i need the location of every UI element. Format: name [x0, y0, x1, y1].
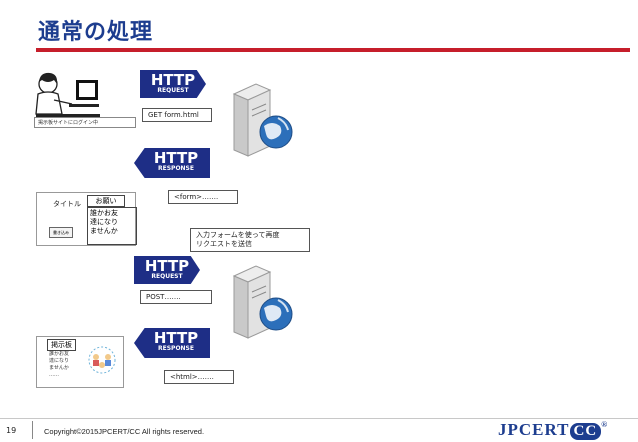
request-callout-2: POST…….	[140, 290, 212, 304]
http-response-badge-1: HTTP RESPONSE	[134, 148, 210, 178]
page-title: 通常の処理	[38, 20, 154, 45]
user-at-pc-illustration	[34, 70, 104, 118]
form-title-label: タイトル	[53, 200, 81, 208]
brand-main-text: JPCERT	[498, 420, 570, 439]
http-label: HTTP	[144, 257, 190, 275]
http-label: HTTP	[153, 149, 199, 167]
request-callout-1: GET form.html	[142, 108, 212, 122]
user-status-label: 掲示板サイトにログイン中	[34, 117, 136, 128]
request-label: REQUEST	[157, 87, 189, 94]
board-post-text: 誰かお友 達になり ませんか ……	[49, 351, 70, 378]
server-icon	[226, 262, 296, 342]
response-callout-1: <form>…….	[168, 190, 238, 204]
response-callout-2: <html>…….	[164, 370, 234, 384]
request-label: REQUEST	[151, 273, 183, 280]
brand-cc-text: CC	[569, 423, 602, 440]
title-underline	[36, 48, 630, 52]
copyright-text: Copyright©2015JPCERT/CC All rights reser…	[44, 427, 205, 436]
response-label: RESPONSE	[158, 345, 194, 352]
http-request-badge-1: HTTP REQUEST	[140, 70, 206, 98]
http-label: HTTP	[153, 329, 199, 347]
friends-icon	[87, 345, 117, 375]
http-request-badge-2: HTTP REQUEST	[134, 256, 200, 284]
http-label: HTTP	[150, 71, 196, 89]
form-subject-field[interactable]: お願い	[87, 195, 125, 207]
response-label: RESPONSE	[158, 165, 194, 172]
footer-separator	[32, 421, 33, 439]
form-body-field[interactable]: 誰かお友 達になり ませんか	[87, 207, 137, 245]
footer-divider	[0, 418, 638, 419]
board-heading: 掲示板	[47, 339, 76, 351]
http-response-badge-2: HTTP RESPONSE	[134, 328, 210, 358]
board-window: 掲示板 誰かお友 達になり ませんか ……	[36, 336, 124, 388]
form-submit-button[interactable]: 書き込み	[49, 227, 73, 238]
brand-registered-mark: ®	[601, 420, 609, 429]
resend-note-callout: 入力フォームを使って再度 リクエストを送信	[190, 228, 310, 252]
form-window: タイトル お願い 誰かお友 達になり ませんか 書き込み	[36, 192, 137, 246]
page-number: 19	[6, 426, 17, 435]
server-icon	[226, 80, 296, 160]
